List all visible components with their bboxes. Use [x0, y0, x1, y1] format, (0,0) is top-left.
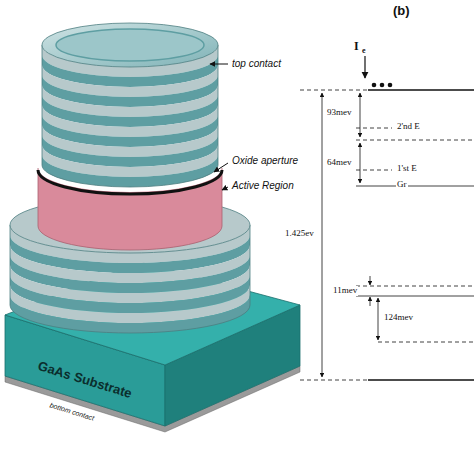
- top-contact: [42, 23, 218, 67]
- leader-line: [210, 64, 228, 65]
- label: (b): [392, 4, 411, 18]
- label: Gr: [396, 180, 408, 190]
- label: top contact: [231, 58, 282, 69]
- energy-diagram: [300, 48, 474, 380]
- emission-window: [56, 29, 204, 61]
- label: Oxide aperture: [231, 155, 299, 166]
- label: Active Region: [231, 180, 295, 191]
- label: 1'st E: [396, 164, 418, 174]
- label: 2'nd E: [396, 122, 421, 132]
- mesa: [10, 23, 250, 333]
- label: 93mev: [326, 108, 353, 118]
- label: 1.425ev: [284, 229, 315, 239]
- label: 124mev: [383, 313, 414, 323]
- layer-band: [42, 155, 218, 187]
- label: e: [361, 47, 367, 56]
- leader-line: [214, 163, 228, 172]
- conduction-band: [368, 89, 474, 91]
- leader-line: [222, 187, 228, 190]
- layer-band: [10, 295, 250, 333]
- label: 64mev: [326, 158, 353, 168]
- label: I: [353, 40, 360, 53]
- label: 11mev: [332, 286, 358, 296]
- valence-band: [368, 379, 474, 381]
